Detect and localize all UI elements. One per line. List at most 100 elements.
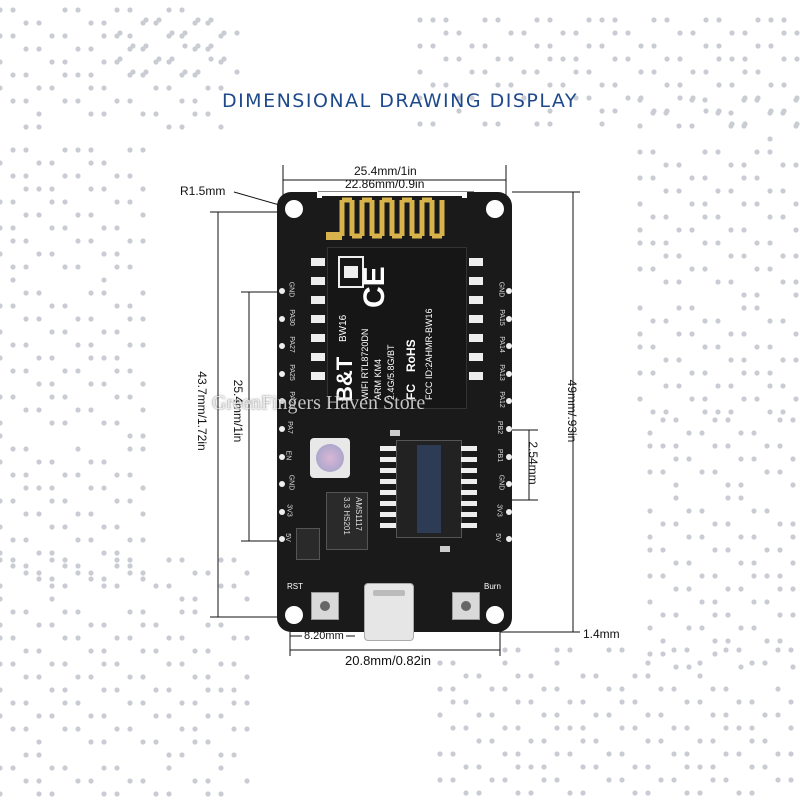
map-dot	[660, 651, 666, 657]
map-dot	[660, 469, 666, 475]
map-dot	[528, 764, 534, 770]
map-dot	[0, 524, 3, 530]
map-dot	[689, 305, 695, 311]
map-dot	[23, 778, 29, 784]
map-dot	[728, 409, 734, 415]
burn-button[interactable]	[452, 592, 480, 620]
map-dot	[23, 472, 29, 478]
map-dot	[430, 121, 436, 127]
map-dot	[686, 664, 692, 670]
store-watermark: GreenFingers Haven Store	[212, 392, 426, 414]
map-dot	[637, 305, 643, 311]
map-dot	[702, 149, 708, 155]
map-dot	[663, 357, 669, 363]
pin-label-pb1: PB1	[496, 448, 504, 462]
pin-pitch-label: 2.54mm	[526, 441, 540, 485]
map-dot	[738, 586, 744, 592]
map-dot	[684, 699, 690, 705]
map-dot	[36, 648, 42, 654]
map-dot	[430, 17, 436, 23]
map-dot	[49, 186, 55, 192]
map-dot	[606, 712, 612, 718]
map-dot	[728, 331, 734, 337]
map-dot	[768, 17, 774, 23]
map-dot	[166, 791, 172, 797]
map-dot	[23, 537, 29, 543]
map-dot	[632, 699, 638, 705]
map-dot	[49, 661, 55, 667]
map-dot	[101, 160, 107, 166]
map-dot	[88, 407, 94, 413]
map-dot	[780, 214, 786, 220]
map-dot	[62, 498, 68, 504]
map-dot	[715, 383, 721, 389]
map-dot	[606, 647, 612, 653]
map-dot	[767, 318, 773, 324]
map-dot	[153, 622, 159, 628]
map-dot	[0, 355, 3, 361]
map-dot	[205, 111, 211, 117]
map-dot	[88, 72, 94, 78]
map-dot	[417, 43, 423, 49]
map-dot	[702, 409, 708, 415]
pin-pad	[279, 426, 285, 432]
map-dot	[469, 69, 475, 75]
map-dot	[10, 147, 16, 153]
map-dot	[192, 98, 198, 104]
map-dot	[234, 69, 240, 75]
map-dot	[767, 214, 773, 220]
map-dot	[663, 383, 669, 389]
map-dot	[140, 212, 146, 218]
map-dot	[23, 726, 29, 732]
map-dot	[619, 699, 625, 705]
map-dot	[593, 673, 599, 679]
map-dot	[754, 396, 760, 402]
module-pad-right	[469, 353, 483, 361]
map-dot	[49, 765, 55, 771]
map-dot	[728, 123, 734, 129]
map-dot	[712, 599, 718, 605]
map-dot	[647, 573, 653, 579]
rst-label: RST	[287, 582, 303, 591]
map-dot	[684, 764, 690, 770]
map-dot	[725, 417, 731, 423]
map-dot	[140, 147, 146, 153]
map-dot	[114, 264, 120, 270]
map-dot	[10, 609, 16, 615]
map-dot	[780, 110, 786, 116]
map-dot	[0, 596, 3, 602]
map-dot	[192, 778, 198, 784]
map-dot	[697, 790, 703, 796]
pin-pad	[279, 481, 285, 488]
map-dot	[49, 550, 55, 556]
map-dot	[10, 394, 16, 400]
map-dot	[676, 279, 682, 285]
map-dot	[793, 123, 799, 129]
module-model: BW16	[338, 314, 349, 342]
rst-button[interactable]	[311, 592, 339, 620]
map-dot	[62, 609, 68, 615]
map-dot	[36, 251, 42, 257]
map-dot	[612, 17, 618, 23]
map-dot	[88, 674, 94, 680]
map-dot	[88, 85, 94, 91]
map-dot	[244, 570, 250, 576]
map-dot	[205, 622, 211, 628]
map-dot	[231, 700, 237, 706]
map-dot	[725, 495, 731, 501]
map-dot	[586, 43, 592, 49]
map-dot	[0, 583, 3, 589]
map-dot	[573, 95, 579, 101]
map-dot	[676, 227, 682, 233]
map-dot	[36, 290, 42, 296]
map-dot	[728, 227, 734, 233]
map-dot	[75, 511, 81, 517]
map-dot	[182, 43, 188, 49]
map-dot	[482, 17, 488, 23]
map-dot	[49, 303, 55, 309]
pin-label-pa15: PA15	[497, 308, 505, 326]
map-dot	[638, 43, 644, 49]
map-dot	[606, 777, 612, 783]
map-dot	[677, 56, 683, 62]
pin-label-pa13: PA13	[497, 363, 505, 381]
